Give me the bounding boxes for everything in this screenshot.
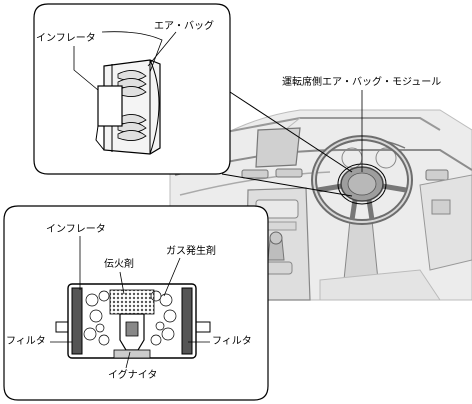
top-callout-box [33,3,231,175]
airbag-module-sideview [95,59,161,155]
label-filter-right: フィルタ [212,336,252,347]
label-inflator-bottom: インフレータ [46,224,106,235]
label-airbag: エア・バッグ [154,21,214,32]
label-igniter: イグナイタ [108,370,158,381]
callout-lines [221,91,387,205]
label-inflator-top: インフレータ [36,33,96,44]
label-filter-left: フィルタ [6,336,46,347]
label-igniter-charge: 伝火剤 [104,259,134,270]
bottom-callout-box [3,205,269,401]
label-driver-airbag-module: 運転席側エア・バッグ・モジュール [282,77,442,88]
inflator-cross-section [55,283,211,359]
label-gas-generant: ガス発生剤 [166,246,216,257]
